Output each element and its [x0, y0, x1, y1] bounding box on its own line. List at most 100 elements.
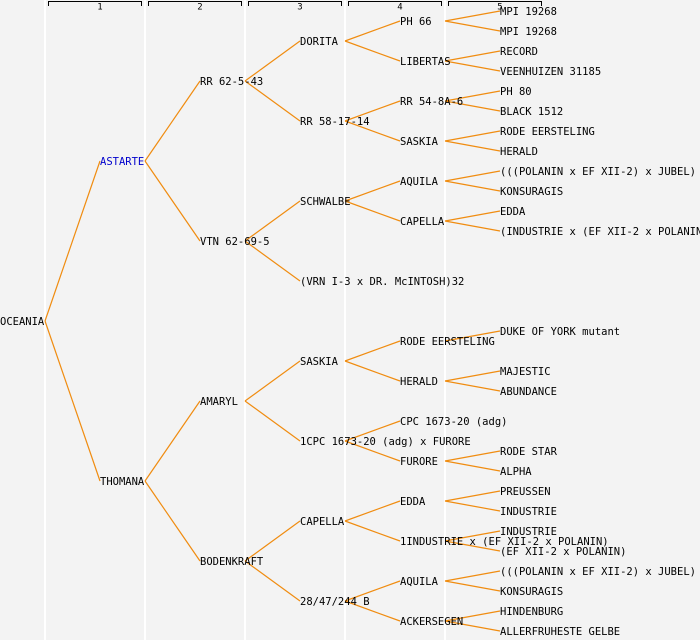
node-label-gen-5[interactable]: RODE EERSTELING: [500, 126, 595, 138]
root-node-label[interactable]: OCEANIA: [0, 316, 45, 328]
node-label-gen-4[interactable]: 1INDUSTRIE x (EF XII-2 x POLANIN): [400, 536, 609, 548]
node-label-gen-4[interactable]: EDDA: [400, 496, 426, 508]
node-label-gen-4[interactable]: ACKERSEGEN: [400, 616, 463, 628]
node-label-gen-5[interactable]: HINDENBURG: [500, 606, 563, 618]
pedigree-edge: [144, 480, 201, 562]
node-label-gen-5[interactable]: RECORD: [500, 46, 538, 58]
node-label-gen-5[interactable]: PREUSSEN: [500, 486, 551, 498]
column-number: 5: [497, 3, 502, 13]
column-bracket: [348, 1, 442, 6]
pedigree-edge: [444, 530, 501, 542]
node-label-gen-4[interactable]: SASKIA: [400, 136, 439, 148]
node-label-gen-5[interactable]: INDUSTRIE: [500, 506, 557, 518]
pedigree-edge: [244, 80, 301, 122]
node-label-gen-5[interactable]: (EF XII-2 x POLANIN): [500, 546, 626, 558]
node-label-gen-5[interactable]: DUKE OF YORK mutant: [500, 326, 620, 338]
pedigree-edge: [444, 130, 501, 142]
node-label-gen-2[interactable]: AMARYL: [200, 396, 238, 408]
node-label-gen-4[interactable]: RR 54-8A-6: [400, 96, 463, 108]
pedigree-edge: [344, 420, 401, 442]
pedigree-edge: [344, 100, 401, 122]
node-label-gen-5[interactable]: PH 80: [500, 86, 532, 98]
node-label-gen-4[interactable]: FURORE: [400, 456, 438, 468]
pedigree-edge: [344, 520, 401, 542]
node-label-gen-5[interactable]: (INDUSTRIE x (EF XII-2 x POLANIN)): [500, 226, 700, 238]
column-bracket: [448, 1, 542, 6]
node-label-gen-1[interactable]: ASTARTE: [100, 156, 144, 168]
pedigree-edge: [444, 50, 501, 62]
node-label-gen-5[interactable]: HERALD: [500, 146, 538, 158]
pedigree-edge: [444, 580, 501, 592]
pedigree-edge: [444, 380, 501, 392]
node-label-gen-5[interactable]: KONSURAGIS: [500, 586, 563, 598]
pedigree-edge: [444, 610, 501, 622]
pedigree-edge: [444, 140, 501, 152]
node-label-gen-3[interactable]: 28/47/244 B: [300, 596, 370, 608]
node-label-gen-1[interactable]: THOMANA: [100, 476, 145, 488]
node-label-gen-3[interactable]: DORITA: [300, 36, 339, 48]
pedigree-edge: [44, 160, 101, 322]
column-number: 3: [297, 3, 302, 13]
pedigree-edge: [244, 360, 301, 402]
node-label-gen-3[interactable]: RR 58-17-14: [300, 116, 370, 128]
node-label-gen-2[interactable]: BODENKRAFT: [200, 556, 264, 568]
node-label-gen-5[interactable]: INDUSTRIE: [500, 526, 557, 538]
pedigree-edge: [144, 160, 201, 242]
pedigree-edge: [344, 180, 401, 202]
pedigree-edge: [444, 460, 501, 472]
edges: [44, 10, 501, 632]
node-label-gen-3[interactable]: SCHWALBE: [300, 196, 351, 208]
node-label-gen-5[interactable]: (((POLANIN x EF XII-2) x JUBEL) x: [500, 166, 700, 178]
node-label-gen-4[interactable]: HERALD: [400, 376, 438, 388]
pedigree-edge: [244, 560, 301, 602]
column-bracket: [48, 1, 142, 6]
column-bracket: [248, 1, 342, 6]
pedigree-edge: [44, 320, 101, 482]
node-label-gen-5[interactable]: ALLERFRUHESTE GELBE: [500, 626, 620, 638]
node-label-gen-4[interactable]: AQUILA: [400, 576, 439, 588]
pedigree-edge: [344, 580, 401, 602]
node-label-gen-4[interactable]: LIBERTAS: [400, 56, 451, 68]
node-label-gen-5[interactable]: VEENHUIZEN 31185: [500, 66, 601, 78]
pedigree-edge: [444, 220, 501, 232]
node-label-gen-4[interactable]: CAPELLA: [400, 216, 445, 228]
pedigree-edge: [444, 490, 501, 502]
pedigree-edge: [344, 20, 401, 42]
pedigree-edge: [444, 90, 501, 102]
node-label-gen-4[interactable]: AQUILA: [400, 176, 439, 188]
node-label-gen-4[interactable]: PH 66: [400, 16, 432, 28]
pedigree-edge: [344, 40, 401, 62]
node-label-gen-5[interactable]: EDDA: [500, 206, 526, 218]
node-label-gen-2[interactable]: VTN 62-69-5: [200, 236, 270, 248]
column-number: 1: [97, 3, 102, 13]
pedigree-edge: [444, 370, 501, 382]
node-label-gen-5[interactable]: RODE STAR: [500, 446, 558, 458]
node-label-gen-3[interactable]: 1CPC 1673-20 (adg) x FURORE: [300, 436, 471, 448]
node-label-gen-3[interactable]: SASKIA: [300, 356, 339, 368]
node-label-gen-5[interactable]: (((POLANIN x EF XII-2) x JUBEL) x: [500, 566, 700, 578]
column-headers: 1 2 3 4 5: [48, 1, 542, 13]
node-label-gen-5[interactable]: MAJESTIC: [500, 366, 551, 378]
node-label-gen-2[interactable]: RR 62-5-43: [200, 76, 263, 88]
pedigree-edge: [144, 400, 201, 482]
pedigree-edge: [344, 200, 401, 222]
pedigree-edge: [244, 520, 301, 562]
column-number: 4: [397, 3, 402, 13]
node-label-gen-5[interactable]: KONSURAGIS: [500, 186, 563, 198]
column-number: 2: [197, 3, 202, 13]
pedigree-edge: [344, 600, 401, 622]
node-label-gen-5[interactable]: ALPHA: [500, 466, 532, 478]
node-label-gen-3[interactable]: (VRN I-3 x DR. McINTOSH)32: [300, 276, 464, 288]
pedigree-edge: [344, 340, 401, 362]
node-label-gen-5[interactable]: ABUNDANCE: [500, 386, 557, 398]
node-label-gen-3[interactable]: CAPELLA: [300, 516, 345, 528]
node-label-gen-4[interactable]: RODE EERSTELING: [400, 336, 495, 348]
node-label-gen-4[interactable]: CPC 1673-20 (adg): [400, 416, 507, 428]
node-label-gen-5[interactable]: MPI 19268: [500, 6, 557, 18]
pedigree-edge: [444, 330, 501, 342]
node-label-gen-5[interactable]: BLACK 1512: [500, 106, 563, 118]
pedigree-edge: [444, 180, 501, 192]
node-label-gen-5[interactable]: MPI 19268: [500, 26, 557, 38]
